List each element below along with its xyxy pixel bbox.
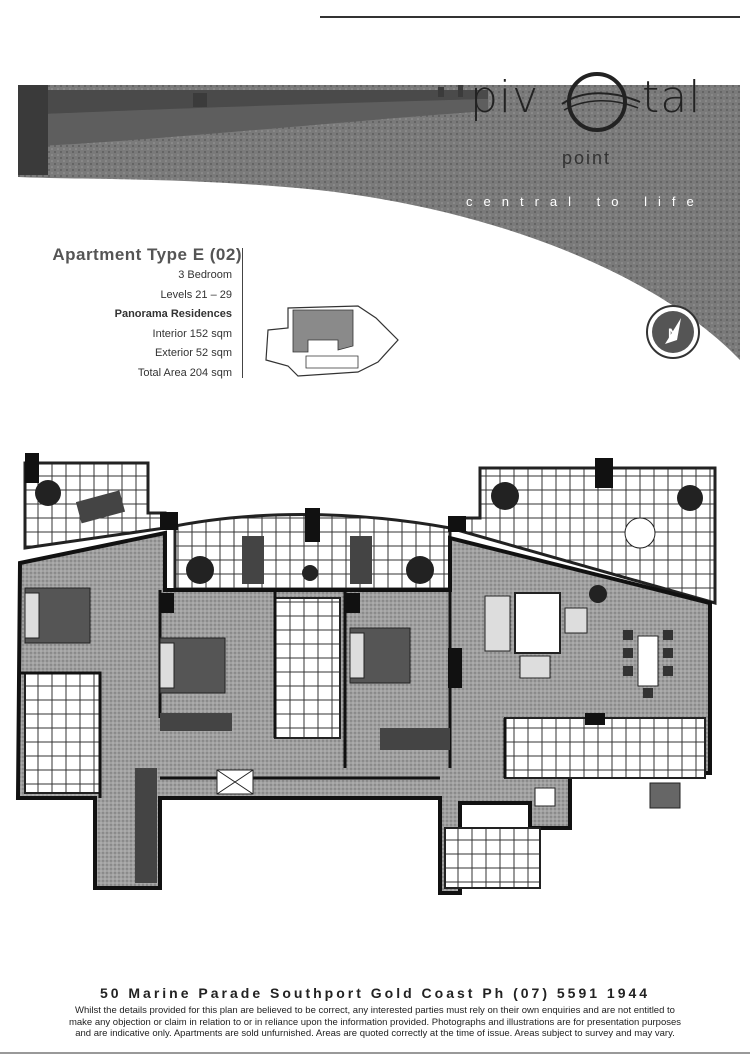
- logo-o-emblem: [561, 72, 641, 132]
- apartment-title: Apartment Type E (02): [52, 245, 242, 264]
- kitchen: [504, 717, 706, 779]
- exterior-area: Exterior 52 sqm: [154, 347, 232, 359]
- disclaimer-line: make any objection or claim in relation …: [68, 1016, 682, 1028]
- logo-sub: point: [562, 148, 612, 168]
- disclaimer: Whilst the details provided for this pla…: [6, 1005, 744, 1040]
- top-rule: [320, 16, 740, 18]
- apartment-spec: Apartment Type E (02) 3 Bedroom Levels 2…: [24, 244, 242, 384]
- disclaimer-line: Whilst the details provided for this pla…: [75, 1005, 675, 1016]
- address: 50 Marine Parade Southport Gold Coast Ph…: [99, 985, 651, 1001]
- total-area: Total Area 204 sqm: [137, 366, 232, 379]
- residence-name: Panorama Residences: [114, 308, 232, 320]
- north-compass-icon: N: [646, 305, 700, 359]
- spec-divider: [242, 248, 243, 378]
- laundry: [444, 827, 541, 889]
- ensuite-west: [24, 672, 101, 794]
- hero-photo: [18, 85, 740, 360]
- interior-area: Interior 152 sqm: [152, 327, 232, 340]
- bedroom-count: 3 Bedroom: [178, 269, 232, 281]
- pivotal-logo: piv tal point: [470, 62, 740, 168]
- bottom-rule: [0, 1052, 750, 1054]
- disclaimer-line: and are indicative only. Apartments are …: [75, 1028, 675, 1039]
- logo-word-right: tal: [642, 72, 702, 123]
- key-plan: [265, 305, 399, 377]
- floor-plan: [15, 453, 717, 895]
- levels: Levels 21 – 29: [160, 288, 232, 301]
- logo-word-left: piv: [470, 72, 540, 123]
- bathroom-central: [274, 597, 341, 739]
- tagline: central to life: [466, 194, 705, 209]
- compass-letter: N: [668, 325, 678, 341]
